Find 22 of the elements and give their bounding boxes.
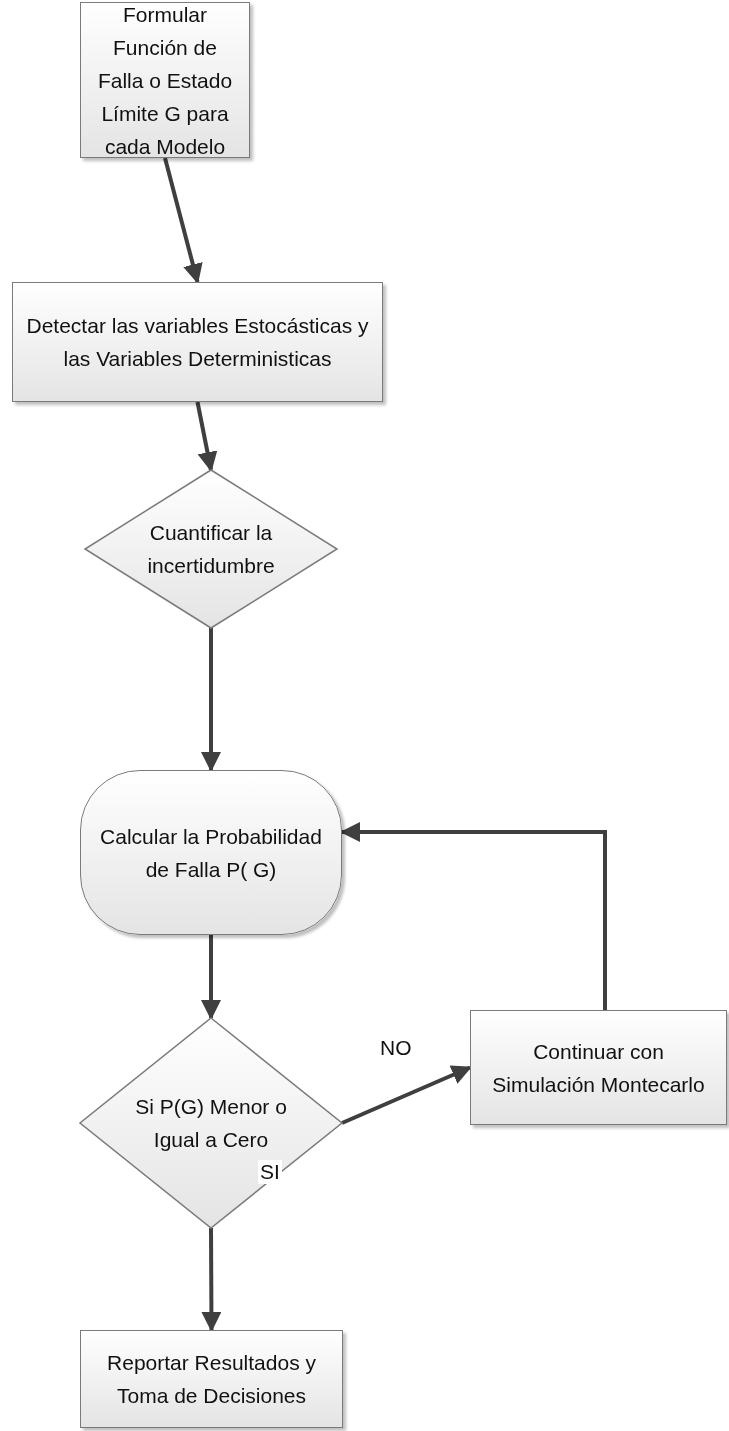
process-box [80, 1330, 343, 1428]
decision-diamond [85, 470, 337, 628]
terminator-shape [80, 770, 342, 935]
node-text: Continuar con Simulación Montecarlo [491, 1038, 706, 1098]
arrow [201, 1228, 222, 1332]
process-box [12, 282, 383, 402]
edge-label: SI [258, 1160, 282, 1184]
node-text: Reportar Resultados y Toma de Decisiones [106, 1350, 317, 1409]
node-text: Calcular la Probabilidad de Falla P( G) [99, 823, 323, 883]
arrow [340, 822, 607, 1010]
arrow [201, 935, 221, 1020]
decision-diamond [80, 1018, 342, 1228]
node-text: Formular Función de Falla o Estado Límite G para cada Modelo [96, 1, 234, 160]
node-text: Si P(G) Menor o Igual a Cero [134, 1094, 288, 1153]
arrow [341, 1065, 472, 1125]
process-box [470, 1010, 727, 1125]
arrow [201, 628, 221, 772]
process-box [80, 2, 250, 158]
node-text: Cuantificar la incertidumbre [146, 520, 276, 579]
node-text: Detectar las variables Estocásticas y las Variables Deterministicas [25, 313, 370, 372]
arrow [163, 157, 203, 284]
arrow [195, 401, 218, 472]
